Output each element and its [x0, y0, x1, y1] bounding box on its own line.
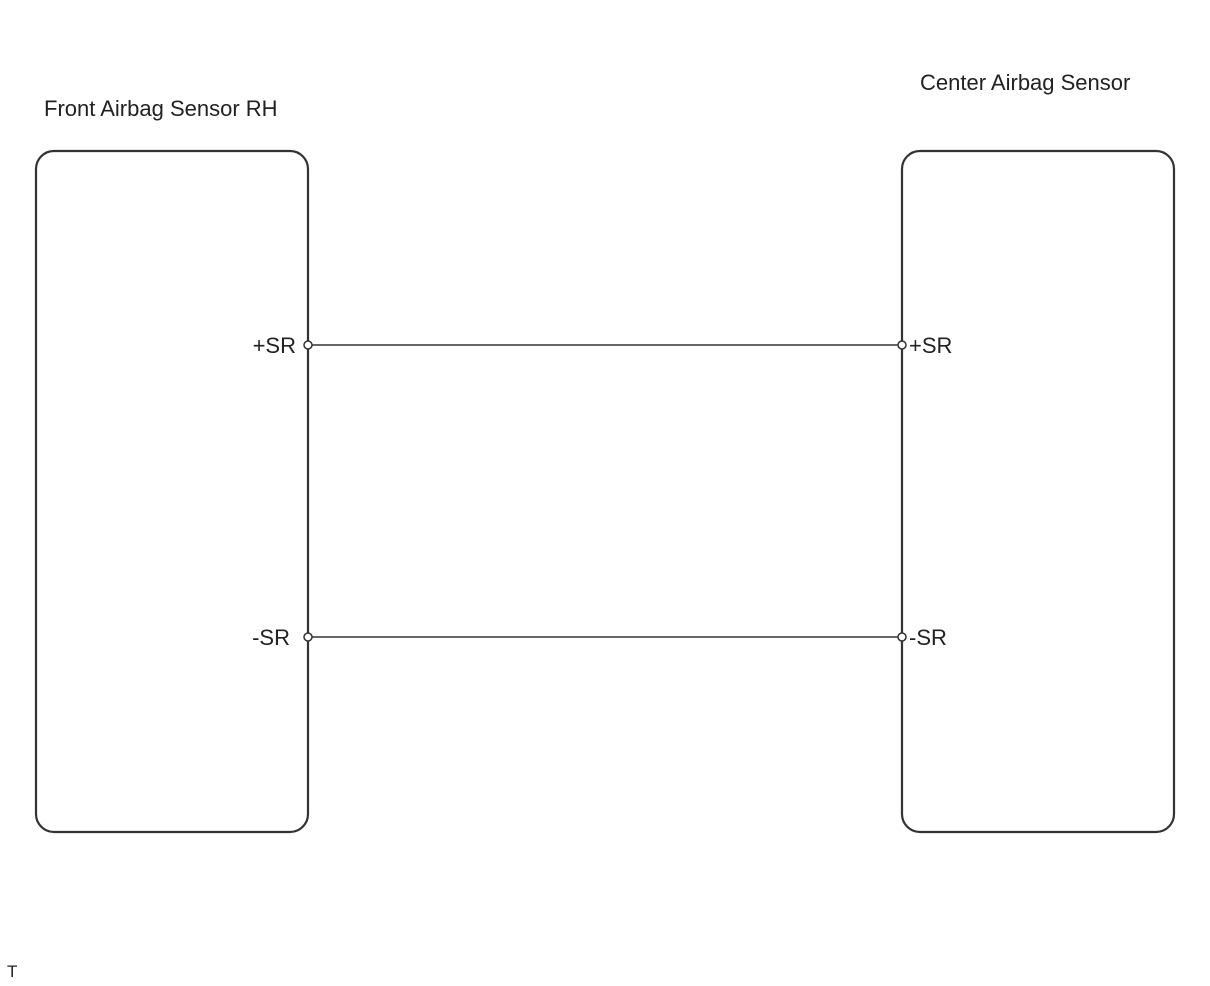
- pin-label-left-positive: +SR: [252, 333, 296, 358]
- center-airbag-sensor-box: [900, 149, 1176, 834]
- center-airbag-sensor-title: Center Airbag Sensor: [920, 70, 1131, 95]
- pin-label-right-negative: -SR: [909, 625, 947, 650]
- terminal-left-positive: [303, 340, 313, 350]
- pin-label-right-positive: +SR: [909, 333, 953, 358]
- footer-mark: T: [7, 962, 18, 981]
- front-airbag-sensor-rh-title: Front Airbag Sensor RH: [44, 96, 278, 121]
- terminal-right-positive: [897, 340, 907, 350]
- pin-label-left-negative: -SR: [252, 625, 290, 650]
- terminal-left-negative: [303, 632, 313, 642]
- front-airbag-sensor-rh-box: [34, 149, 310, 834]
- terminal-right-negative: [897, 632, 907, 642]
